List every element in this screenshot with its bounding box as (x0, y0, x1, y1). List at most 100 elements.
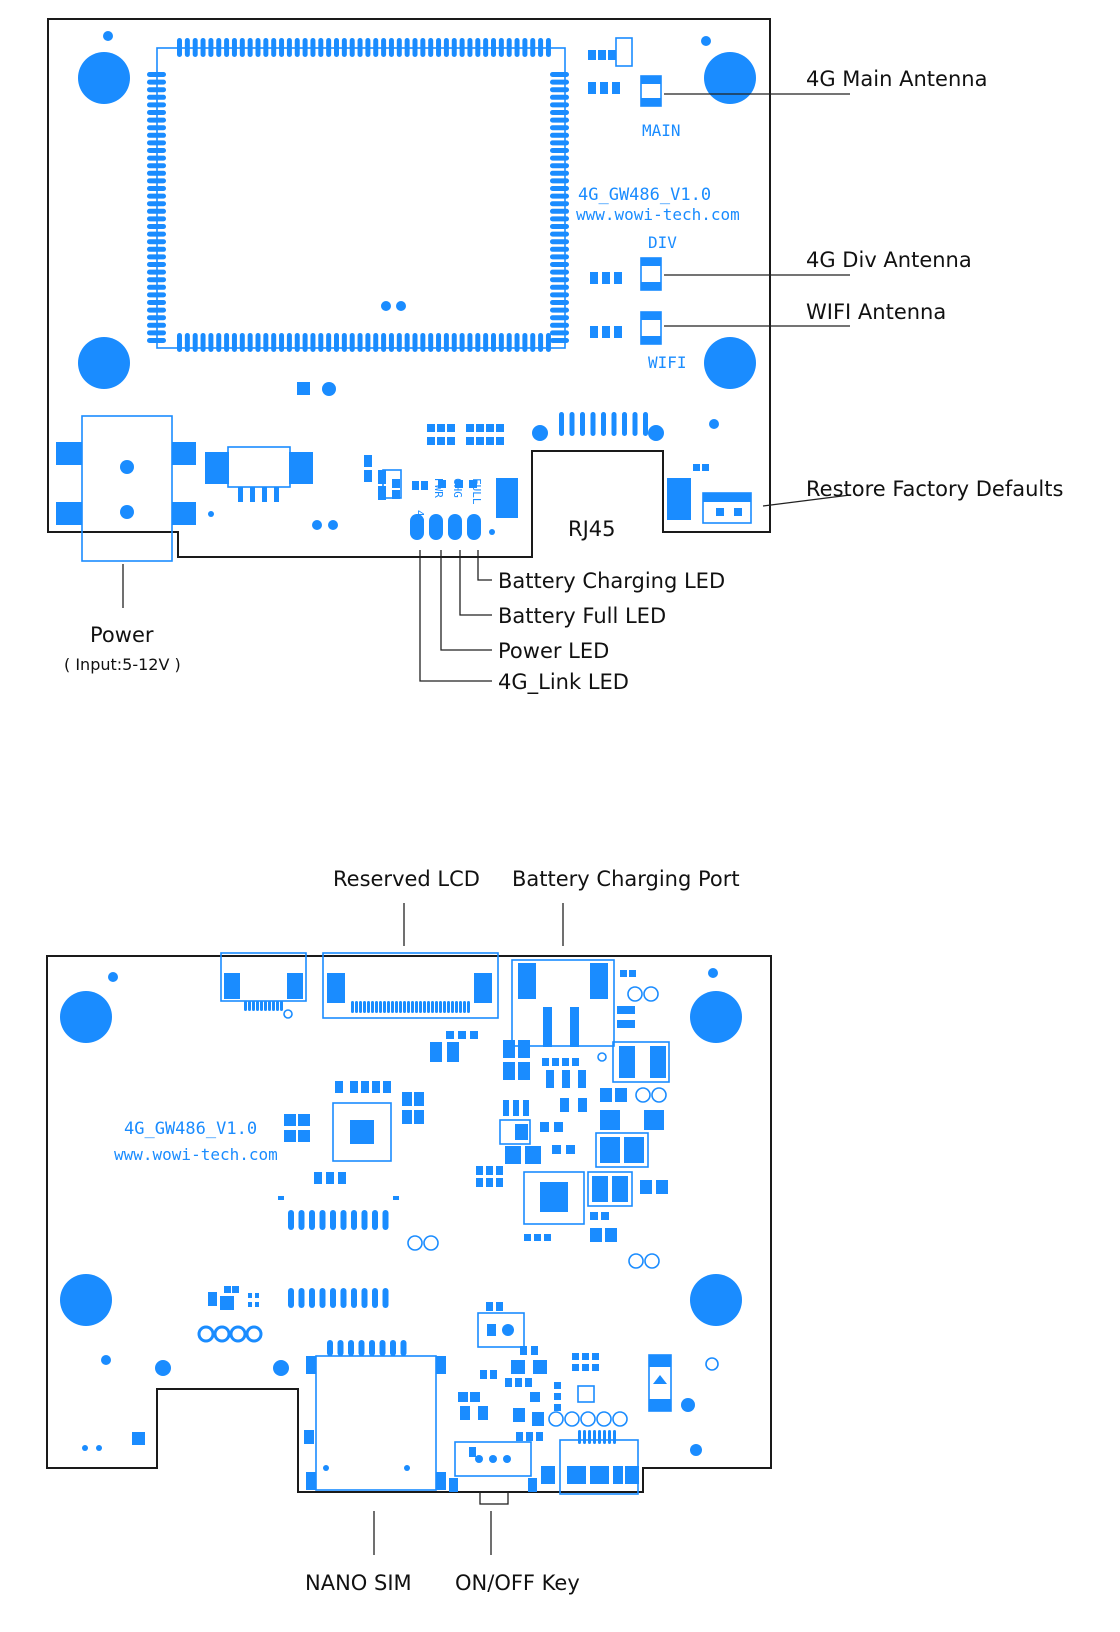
label-battery-charging-led: Battery Charging LED (498, 569, 725, 593)
module-pin (147, 170, 166, 176)
lcd-pin (467, 1001, 470, 1013)
pin-pad (330, 1288, 336, 1308)
module-pin (550, 330, 569, 336)
module-pin (147, 300, 166, 305)
module-pin (388, 38, 394, 57)
module-pin (550, 208, 569, 214)
top-silk-div: DIV (648, 233, 677, 252)
led-silk-labels: 4G PWR CHG FULL (413, 478, 483, 523)
via (213, 1325, 231, 1343)
lcd-pin (244, 1001, 247, 1011)
module-pin (192, 38, 198, 57)
lcd-pin (359, 1001, 362, 1013)
wifi-antenna-connector (590, 311, 662, 345)
lcd-pin (276, 1001, 279, 1011)
module-pin (192, 333, 198, 352)
module-pin (147, 94, 166, 100)
module-pin (294, 333, 300, 352)
module-pin (491, 333, 496, 352)
module-pin (545, 38, 551, 57)
module-pin (373, 38, 379, 57)
lcd-pin (272, 1001, 275, 1011)
module-pin (147, 307, 166, 313)
module-pin (247, 333, 253, 352)
label-power-input: ( Input:5-12V ) (64, 655, 181, 674)
label-nano-sim: NANO SIM (305, 1571, 412, 1595)
module-pin (545, 333, 551, 352)
module-pin (318, 333, 324, 352)
module-pin (459, 38, 465, 57)
label-power-led: Power LED (498, 639, 609, 663)
usb-pin (603, 1430, 606, 1444)
module-pin (550, 216, 569, 222)
module-pin (550, 117, 569, 123)
lcd-pin (463, 1001, 466, 1013)
module-pin (147, 155, 166, 161)
lcd-pin (431, 1001, 434, 1013)
module-pin (550, 262, 569, 267)
module-pin (550, 307, 569, 313)
module-pin (147, 87, 166, 93)
module-pin (428, 333, 434, 352)
module-pin (147, 201, 166, 207)
components-right-lower (458, 1302, 719, 1441)
module-pin (310, 38, 316, 57)
pin-pad (382, 1210, 389, 1230)
lcd-pin (415, 1001, 418, 1013)
module-pin (341, 38, 347, 57)
lcd-pin (403, 1001, 406, 1013)
module-pin (550, 148, 569, 153)
resistor-array (427, 424, 504, 445)
led-footprint (448, 514, 462, 540)
module-pin (147, 284, 166, 290)
mount-hole (690, 1274, 742, 1326)
label-battery-charging-port: Battery Charging Port (512, 867, 740, 891)
module-pin (443, 38, 449, 57)
module-pin (436, 333, 442, 352)
module-pin (550, 254, 569, 260)
led-footprint (429, 514, 443, 540)
restore-button-footprint (667, 464, 752, 524)
lcd-pin (435, 1001, 438, 1013)
module-pin (239, 333, 245, 352)
module-pin (310, 333, 316, 352)
main-antenna-connector (588, 37, 662, 107)
module-pin (550, 102, 569, 108)
module-pin (404, 38, 410, 57)
lcd-pin (264, 1001, 267, 1011)
module-pin (147, 277, 166, 283)
top-silk-url: www.wowi-tech.com (576, 205, 740, 224)
module-pin (349, 38, 355, 57)
module-pin (530, 333, 536, 352)
usb-pin (593, 1430, 596, 1444)
rj45-pin (569, 412, 575, 436)
usb-pin (578, 1430, 581, 1444)
module-pin (373, 333, 379, 352)
sim-pin (337, 1340, 344, 1356)
lcd-pin (459, 1001, 462, 1013)
module-pin (459, 333, 465, 352)
fiducial (101, 1355, 111, 1365)
fiducial (690, 1444, 702, 1456)
module-pin (483, 38, 489, 57)
module-pin (550, 79, 569, 85)
usb-pin (598, 1430, 601, 1444)
module-pin (147, 102, 166, 108)
fiducial (708, 968, 718, 978)
module-pin (514, 333, 520, 352)
module-pin (263, 38, 269, 57)
module-pin (467, 38, 473, 57)
sim-pin (390, 1340, 396, 1356)
module-pin (147, 262, 166, 267)
module-pin (550, 292, 569, 298)
label-restore-factory: Restore Factory Defaults (806, 477, 1063, 501)
pin-pad (382, 1288, 389, 1308)
module-pin (184, 333, 190, 352)
module-pin (428, 38, 434, 57)
module-pin (231, 333, 237, 352)
sim-slot (304, 1340, 446, 1491)
label-wifi-antenna: WIFI Antenna (806, 300, 946, 324)
bottom-board-outline (46, 955, 772, 1493)
pin-pad (288, 1288, 294, 1308)
pin-pad (340, 1210, 347, 1230)
